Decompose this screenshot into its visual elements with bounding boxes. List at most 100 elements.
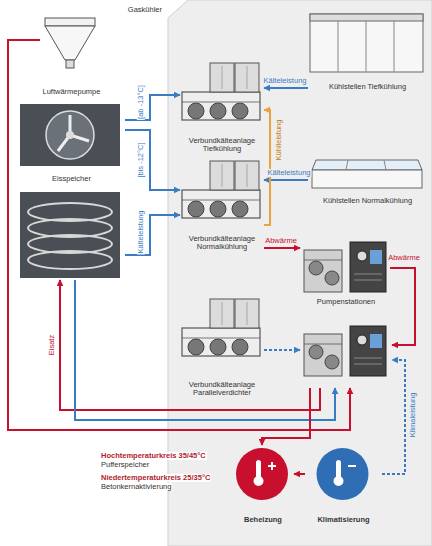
flow-connector (264, 349, 300, 351)
text-group: Pumpenstationen (300, 298, 392, 307)
flow-label: Abwärme (264, 237, 298, 245)
ice-storage-icon (20, 192, 120, 278)
node-label: Verbundkälteanlage Normalkühlung (180, 235, 264, 252)
text-group: Kühlstellen Tiefkühlung (308, 83, 427, 92)
node-label: Luftwärmepumpe (18, 88, 125, 97)
cooling-point: Kühlstellen Normalkühlung (308, 148, 427, 206)
flow-label: [ab -13°C] (137, 84, 145, 120)
flow-connector (60, 280, 320, 410)
heating-circle (236, 448, 288, 500)
freezer-cabinet (366, 21, 367, 72)
cooling-circle (317, 448, 369, 500)
node-label: Eisspeicher (18, 175, 125, 184)
chiller-chest (312, 160, 422, 170)
flow-label: Abwärme (387, 254, 421, 262)
flow-label: Kälteleistung (263, 77, 308, 85)
cooling-point: Kühlstellen Tiefkühlung (308, 14, 427, 92)
flow-label: Eisatz (48, 334, 56, 356)
heat-pump-icon (46, 111, 94, 159)
gas-cooler-icon (45, 18, 95, 26)
node-label: Pumpenstationen (300, 298, 392, 307)
heating-circle (236, 448, 288, 500)
pump-station: Pumpenstationen (300, 238, 392, 388)
heating-circle (254, 476, 264, 486)
text-group: Beheizung (232, 516, 294, 525)
pump-station (304, 326, 386, 376)
cooling-circle (317, 448, 369, 500)
compressor-unit: Verbundkälteanlage Tiefkühlung (180, 62, 264, 154)
freezer-cabinet (338, 21, 339, 72)
chiller-chest (312, 160, 422, 188)
flow-connector (264, 110, 270, 225)
heat-pump-icon (58, 115, 89, 151)
node-label: Kühlstellen Tiefkühlung (308, 83, 427, 92)
chiller-chest (384, 160, 386, 170)
node-label: Beheizung (232, 516, 294, 525)
text-group: Luftwärmepumpe (18, 88, 125, 97)
heating-node: Beheizung (232, 445, 294, 525)
flow-connector (262, 388, 310, 445)
text-group: Gaskühler (40, 6, 162, 15)
flow-label: Klimaleistung (409, 392, 417, 439)
text-group: Verbundkälteanlage Parallelverdichter (180, 381, 264, 398)
node-label: Verbundkälteanlage Tiefkühlung (180, 137, 264, 154)
flow-connector (125, 130, 180, 190)
heat-pump: Luftwärmepumpe (18, 88, 125, 168)
ice-storage-icon (20, 192, 120, 278)
heating-circle (268, 462, 276, 470)
circuit-title: Niedertemperaturkreis 25/35°C (100, 474, 211, 482)
building (168, 0, 432, 546)
gas-cooler: Gaskühler (40, 6, 162, 72)
node-label: Gaskühler (40, 6, 162, 15)
pump-station (304, 242, 386, 292)
ice-storage-icon (28, 251, 112, 269)
text-group: Eisspeicher (18, 175, 125, 184)
heat-pump-icon (66, 131, 74, 139)
flow-label: Kühlleistung (275, 119, 283, 162)
compressor-unit: Verbundkälteanlage Normalkühlung (180, 160, 264, 252)
flow-connector (75, 280, 335, 420)
gas-cooler-icon (45, 18, 95, 68)
text-group: Kühlstellen Normalkühlung (308, 197, 427, 206)
flow-label: Kälteleistung (137, 210, 145, 255)
freezer-cabinet (310, 14, 423, 72)
node-label: Verbundkälteanlage Parallelverdichter (180, 381, 264, 398)
text-group: Verbundkälteanlage Normalkühlung (180, 235, 264, 252)
flow-label: [bis -12°C] (137, 141, 145, 178)
flow-connector (264, 87, 308, 89)
flow-label: Kälteleistung (267, 169, 312, 177)
circuit-note: Betonkernaktivierung (100, 483, 172, 491)
node-label: Klimatisierung (305, 516, 382, 525)
compressor-unit: Verbundkälteanlage Parallelverdichter (180, 298, 264, 398)
flow-connector (125, 215, 180, 255)
text-group: Verbundkälteanlage Tiefkühlung (180, 137, 264, 154)
circuit-title: Hochtemperaturkreis 35/45°C (100, 452, 207, 460)
gas-cooler-icon (45, 26, 95, 60)
freezer-cabinet (310, 14, 423, 21)
flow-connector (294, 473, 305, 475)
ice-storage: Eisspeicher (18, 175, 125, 280)
flow-connector (125, 95, 180, 120)
node-label: Kühlstellen Normalkühlung (308, 197, 427, 206)
circuit-note: Pufferspeicher (100, 461, 150, 469)
gas-cooler-icon (66, 60, 74, 68)
cooling-circle (334, 476, 344, 486)
heat-pump-icon (20, 104, 120, 166)
heat-line (390, 268, 415, 345)
compressor-rack (182, 299, 260, 356)
flow-connector (264, 247, 300, 249)
cooling-node: Klimatisierung (305, 445, 382, 525)
freezer-cabinet (394, 21, 395, 72)
cooling-circle (336, 460, 341, 478)
compressor-rack (182, 161, 260, 218)
chiller-chest (312, 170, 422, 188)
chiller-chest (346, 160, 348, 170)
text-group: Klimatisierung (305, 516, 382, 525)
cooling-circle (348, 465, 356, 467)
flow-connector (8, 40, 350, 430)
compressor-rack (182, 63, 260, 120)
heat-pump-icon (20, 104, 120, 166)
